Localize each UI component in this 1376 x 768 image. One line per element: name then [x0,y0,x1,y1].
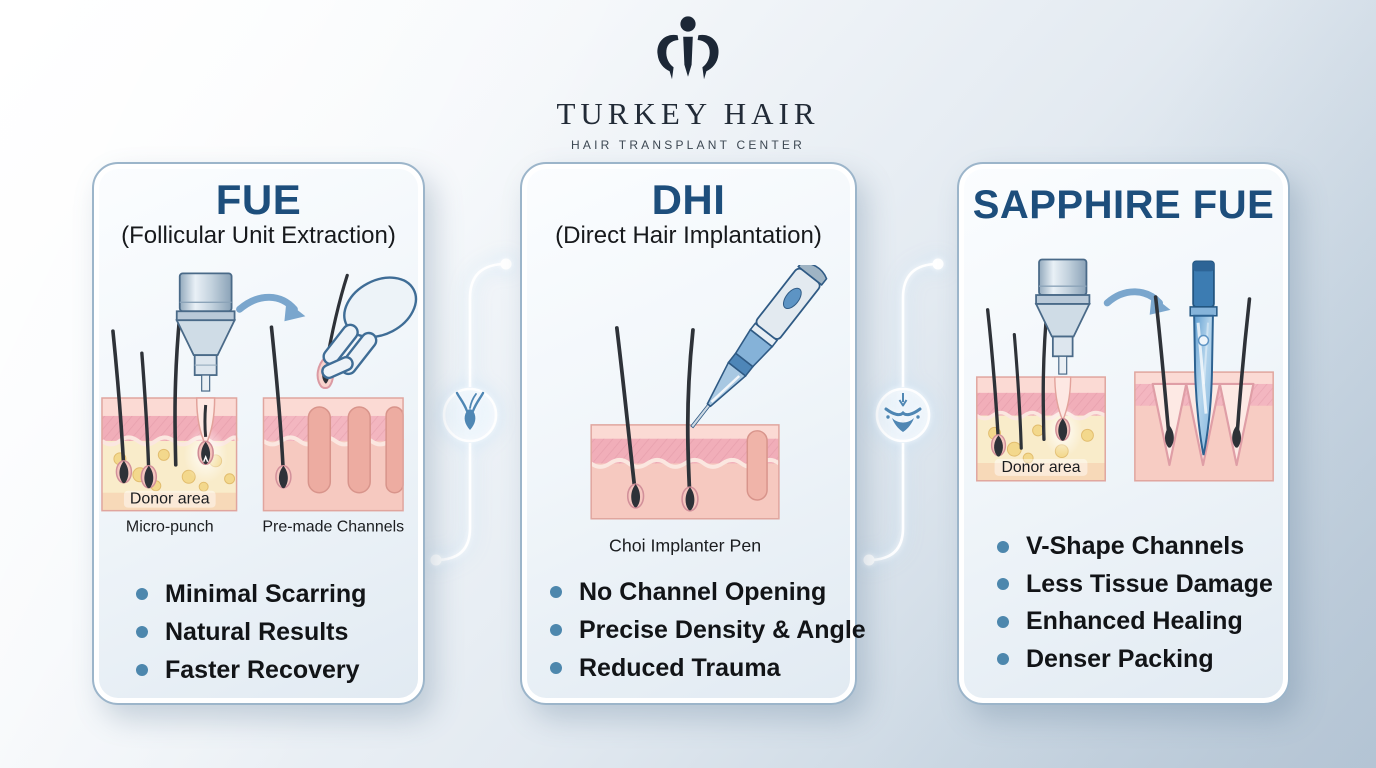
benefit-item: No Channel Opening [550,573,855,611]
curved-arrow-icon [1103,288,1171,315]
micro-punch-tool-icon [175,272,237,393]
benefit-item: Minimal Scarring [136,575,423,613]
bullet-dot [136,664,148,677]
benefit-item: Less Tissue Damage [997,566,1288,604]
sapphire-donor-area-label: Donor area [1001,459,1080,476]
card-sapphire: SAPPHIRE FUE [957,162,1290,705]
card-dhi: DHI (Direct Hair Implantation) [520,162,866,705]
fue-recipient-skin [262,325,405,512]
bullet-dot [550,624,562,637]
curved-arrow-icon [236,294,306,322]
benefit-item: Faster Recovery [136,651,423,689]
sapphire-title: SAPPHIRE FUE [972,183,1275,227]
bullet-dot [997,578,1009,591]
bullet-dot [136,588,148,601]
bullet-dot [997,653,1009,666]
extracted-follicle [183,397,228,484]
brand-name: TURKEY HAIR [556,96,820,131]
dhi-subtitle: (Direct Hair Implantation) [555,222,822,250]
fue-benefit-list: Minimal Scarring Natural Results Faster … [94,575,423,689]
benefit-item: Reduced Trauma [550,649,855,687]
bullet-dot [997,540,1009,553]
bullet-dot [550,586,562,599]
bullet-dot [136,626,148,639]
bullet-dot [550,662,562,675]
benefit-item: V-Shape Channels [997,528,1288,566]
hair-emblem-icon [657,16,719,80]
benefit-item: Natural Results [136,613,423,651]
dhi-hairs [614,326,699,513]
dhi-skin [589,424,781,520]
brand-logo: TURKEY HAIR HAIR TRANSPLANT CENTER [478,10,898,152]
fue-illustration: Donor area Micro-punch Pre-made Channels [100,272,418,536]
donor-hairs [111,313,182,489]
dhi-title: DHI [651,176,726,223]
fue-subtitle: (Follicular Unit Extraction) [121,222,396,250]
card-fue: FUE (Follicular Unit Extraction) [92,162,425,705]
dhi-benefit-list: No Channel Opening Precise Density & Ang… [522,573,866,687]
benefit-item: Precise Density & Angle [550,611,866,649]
fue-title: FUE [215,176,302,223]
benefit-item: Denser Packing [997,641,1288,679]
fue-donor-area-label: Donor area [130,491,210,508]
choi-pen-icon [690,265,828,429]
connector-dhi-sapphire [863,258,944,566]
micro-punch-tool-icon [1034,258,1091,375]
gloved-hand-icon [316,274,418,390]
sapphire-donor-skin [975,297,1107,482]
v-channel-icon [884,393,922,432]
dhi-illustration: Choi Implanter Pen [589,265,828,556]
connector-fue-dhi [430,258,512,566]
fue-premade-channels-label: Pre-made Channels [262,519,404,536]
sapphire-illustration: Donor area [975,258,1274,482]
sapphire-benefit-list: V-Shape Channels Less Tissue Damage Enha… [959,528,1288,678]
dhi-choi-pen-label: Choi Implanter Pen [609,536,761,556]
sapphire-blade-icon [1189,260,1218,456]
fue-micro-punch-label: Micro-punch [126,519,214,536]
bullet-dot [997,615,1009,628]
benefit-item: Enhanced Healing [997,603,1288,641]
hair-follicle-icon [455,391,485,430]
brand-tagline: HAIR TRANSPLANT CENTER [571,138,805,152]
